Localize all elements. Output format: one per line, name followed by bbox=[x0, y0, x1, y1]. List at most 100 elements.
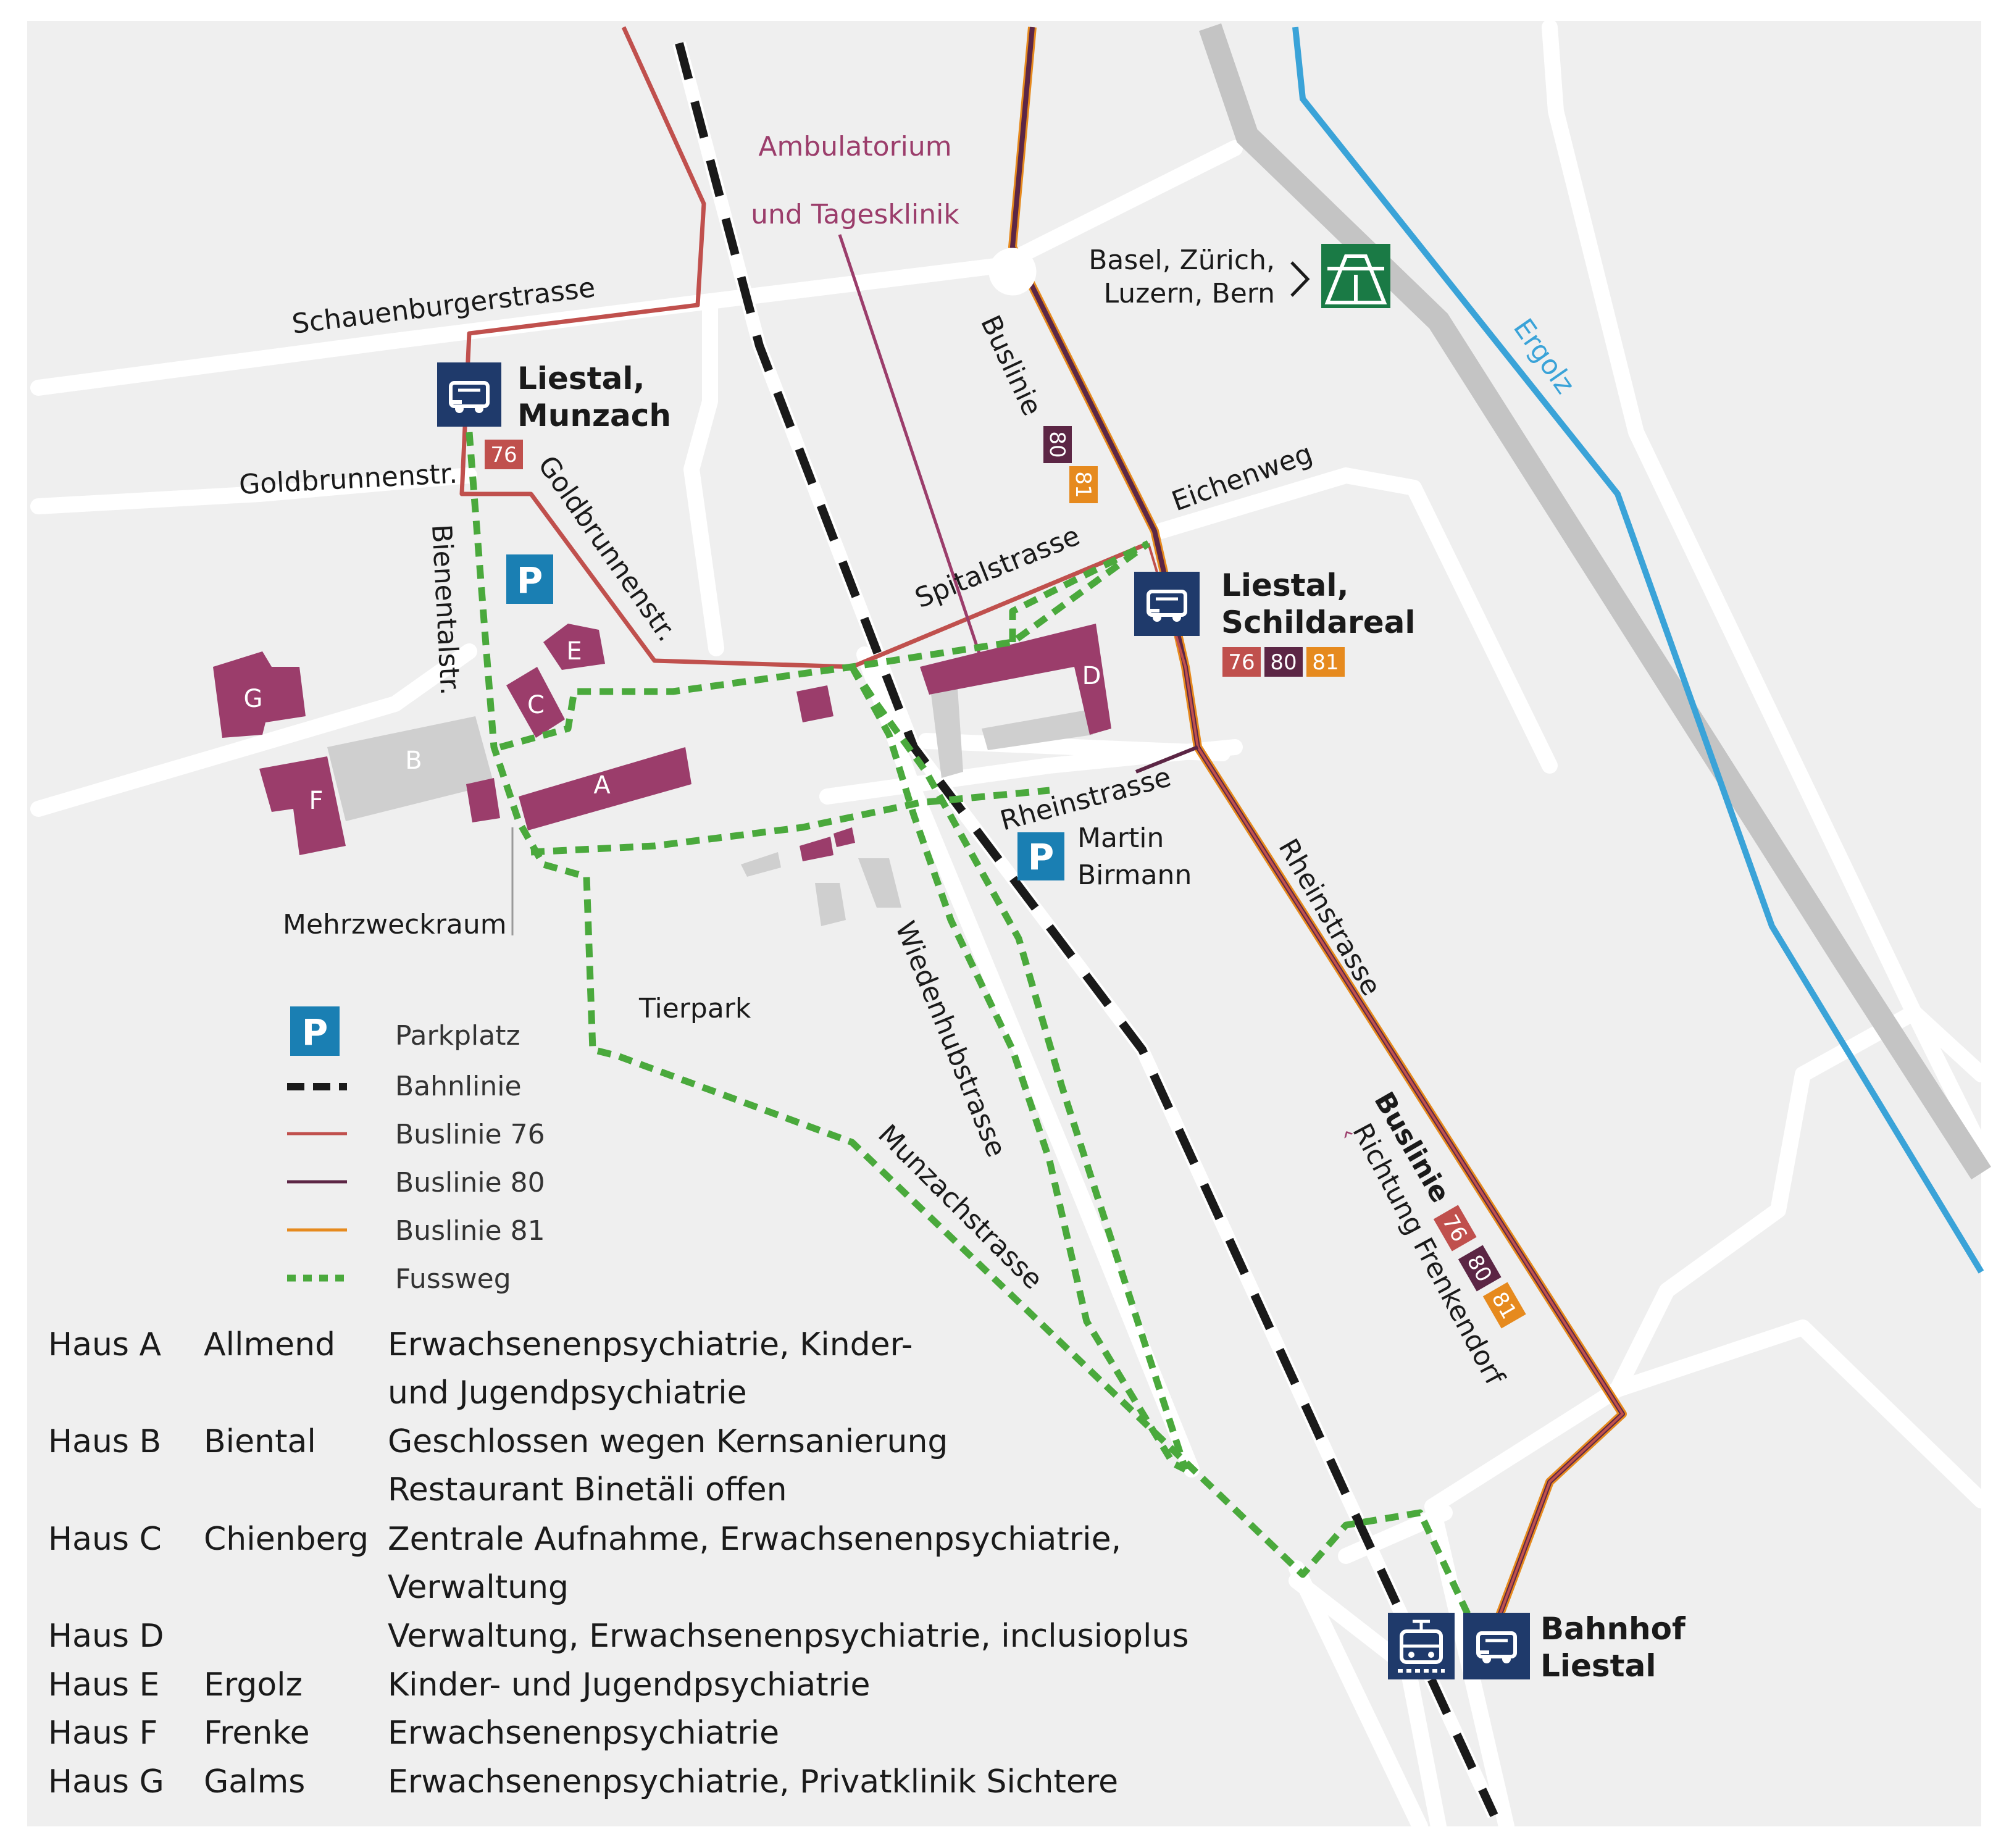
house-b-shape bbox=[327, 716, 494, 821]
table-desc-b-2: Restaurant Binetäli offen bbox=[388, 1471, 787, 1508]
road-eichenweg-north bbox=[992, 140, 1243, 274]
stop-munzach-line2: Munzach bbox=[517, 398, 671, 433]
ambulatorium-pointer bbox=[838, 234, 984, 661]
badge-76-munzach: 76 bbox=[490, 443, 517, 467]
table-name-c: Chienberg bbox=[204, 1521, 369, 1558]
bus-lines-80-81 bbox=[988, 27, 1627, 1632]
table-haus-c: Haus C bbox=[48, 1521, 162, 1558]
bus-line-76-west bbox=[459, 26, 1150, 669]
bus-stop-icon-bg bbox=[1134, 572, 1200, 636]
parking-martin-line2: Birmann bbox=[1077, 859, 1192, 891]
motorway-destination-line1: Basel, Zürich, bbox=[1088, 245, 1275, 276]
badge-81-top: 81 bbox=[1071, 471, 1095, 498]
label-mehrzweckraum: Mehrzweckraum bbox=[283, 909, 507, 940]
table-desc-c-2: Verwaltung bbox=[388, 1569, 569, 1606]
parking-martin-birmann[interactable]: P Martin Birmann bbox=[1017, 822, 1192, 891]
ambulatorium-line1: Ambulatorium bbox=[758, 131, 951, 162]
legend-label-bahnlinie: Bahnlinie bbox=[395, 1071, 522, 1102]
house-letters: A B C D E F G bbox=[244, 637, 1101, 815]
house-label-d: D bbox=[1082, 662, 1101, 690]
legend-label-bus81: Buslinie 81 bbox=[395, 1215, 545, 1247]
house-e-shape bbox=[543, 624, 605, 670]
bus-stop-schildareal[interactable]: Liestal, Schildareal 76 80 81 bbox=[1134, 567, 1416, 677]
table-desc-a-2: und Jugendpsychiatrie bbox=[388, 1374, 747, 1411]
badge-80-schildareal: 80 bbox=[1270, 650, 1297, 675]
table-haus-e: Haus E bbox=[48, 1666, 159, 1704]
road-eichenweg bbox=[1153, 467, 1558, 774]
house-g-shape bbox=[213, 651, 306, 738]
table-name-a: Allmend bbox=[204, 1326, 335, 1363]
table-haus-a: Haus A bbox=[48, 1326, 162, 1363]
house-label-a: A bbox=[593, 771, 611, 800]
parking-campus[interactable]: P bbox=[506, 554, 553, 604]
bus-badges-top-route: 80 81 bbox=[1043, 426, 1098, 503]
road-goldbrunnenstr bbox=[30, 467, 477, 514]
road-north-side bbox=[683, 293, 724, 656]
table-desc-d-1: Verwaltung, Erwachsenenpsychiatrie, incl… bbox=[388, 1618, 1189, 1655]
badge-81-schildareal: 81 bbox=[1312, 650, 1339, 675]
table-haus-b: Haus B bbox=[48, 1423, 161, 1460]
legend-label-fussweg: Fussweg bbox=[395, 1263, 511, 1295]
house-label-g: G bbox=[244, 685, 263, 713]
table-haus-d: Haus D bbox=[48, 1618, 164, 1655]
motorway-icon bbox=[1321, 244, 1390, 308]
stop-munzach-line1: Liestal, bbox=[517, 361, 645, 396]
table-desc-f-1: Erwachsenenpsychiatrie bbox=[388, 1715, 779, 1752]
motorway-destination-line2: Luzern, Bern bbox=[1104, 278, 1275, 309]
gray-buildings bbox=[327, 679, 1093, 926]
road-west-south bbox=[1338, 1505, 1453, 1564]
stop-bahnhof-liestal[interactable]: Bahnhof Liestal bbox=[1388, 1611, 1686, 1684]
chevron-right-icon bbox=[1290, 261, 1310, 297]
house-label-f: F bbox=[309, 787, 323, 815]
house-a-shape bbox=[519, 747, 691, 830]
ambulatorium-line2: und Tagesklinik bbox=[751, 199, 959, 230]
table-desc-b-1: Geschlossen wegen Kernsanierung bbox=[388, 1423, 948, 1460]
table-name-g: Galms bbox=[204, 1763, 305, 1800]
house-label-c: C bbox=[527, 691, 545, 719]
road-west-diagonal bbox=[30, 643, 477, 817]
legend-parking-letter: P bbox=[302, 1011, 328, 1053]
stop-bahnhof-line1: Bahnhof bbox=[1540, 1611, 1686, 1647]
label-tierpark: Tierpark bbox=[638, 993, 751, 1024]
stop-schildareal-line1: Liestal, bbox=[1221, 567, 1348, 603]
table-desc-c-1: Zentrale Aufnahme, Erwachsenenpsychiatri… bbox=[388, 1521, 1121, 1558]
table-name-f: Frenke bbox=[204, 1715, 310, 1752]
road-rheinstrasse bbox=[918, 733, 1230, 761]
house-label-b: B bbox=[405, 746, 422, 775]
map-background bbox=[27, 21, 1981, 1826]
table-name-e: Ergolz bbox=[204, 1666, 303, 1704]
house-d-shape bbox=[920, 624, 1111, 735]
river-ergolz bbox=[1292, 27, 1984, 1274]
parking-icon bbox=[506, 554, 553, 604]
stop-schildareal-line2: Schildareal bbox=[1221, 604, 1416, 640]
bus-stop-icon-bg bbox=[1463, 1613, 1530, 1679]
table-desc-g-1: Erwachsenenpsychiatrie, Privatklinik Sic… bbox=[388, 1763, 1118, 1800]
parking-icon bbox=[1017, 832, 1064, 880]
footpaths bbox=[466, 432, 1473, 1620]
table-name-b: Biental bbox=[204, 1423, 316, 1460]
legend: P Parkplatz Bahnlinie Buslinie 76 Buslin… bbox=[287, 1006, 545, 1295]
house-f-shape bbox=[259, 756, 346, 855]
table-haus-f: Haus F bbox=[48, 1715, 157, 1752]
legend-label-bus80: Buslinie 80 bbox=[395, 1167, 545, 1198]
parking-martin-line1: Martin bbox=[1077, 822, 1164, 854]
railway bbox=[672, 41, 1500, 1818]
table-desc-e-1: Kinder- und Jugendpsychiatrie bbox=[388, 1666, 871, 1704]
house-label-e: E bbox=[566, 637, 582, 666]
house-table: Haus A Allmend Erwachsenenpsychiatrie, K… bbox=[48, 1326, 1189, 1800]
bus-stop-icon-bg bbox=[437, 362, 501, 427]
house-c-shape bbox=[506, 667, 565, 738]
badge-80-top: 80 bbox=[1045, 431, 1069, 458]
parking-icon-letter: P bbox=[1028, 836, 1055, 878]
road-munzach-south bbox=[1289, 1560, 1428, 1834]
bus-stop-munzach[interactable]: Liestal, Munzach 76 bbox=[437, 361, 671, 469]
legend-label-parkplatz: Parkplatz bbox=[395, 1020, 520, 1052]
motorway bbox=[1199, 23, 1991, 1180]
road-north-east bbox=[1542, 19, 1989, 1156]
road-south-east bbox=[1610, 1319, 1989, 1508]
badge-76-schildareal: 76 bbox=[1228, 650, 1255, 675]
stop-bahnhof-line2: Liestal bbox=[1540, 1648, 1656, 1684]
table-desc-a-1: Erwachsenenpsychiatrie, Kinder- bbox=[388, 1326, 913, 1363]
parking-icon-letter: P bbox=[517, 559, 543, 601]
